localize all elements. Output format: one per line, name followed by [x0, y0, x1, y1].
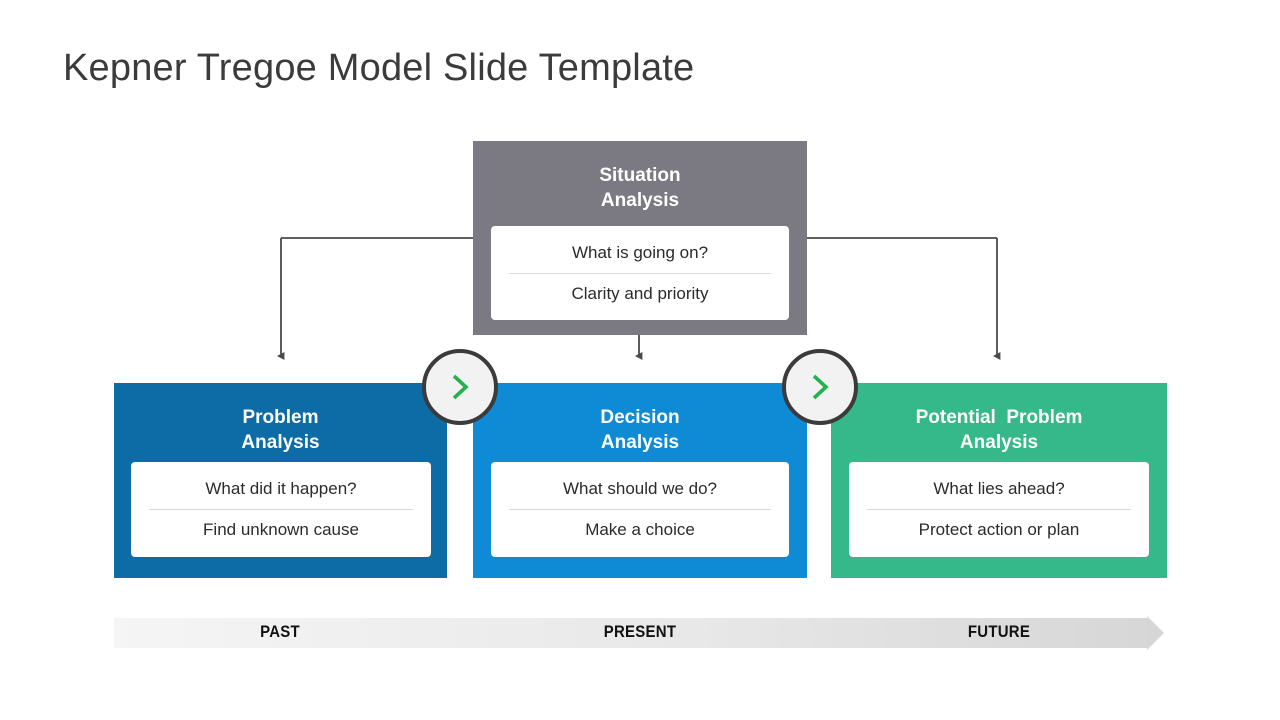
decision-analysis-box[interactable]: Decision Analysis What should we do? Mak…	[473, 383, 807, 578]
chevron-right-icon	[812, 374, 829, 400]
card-divider	[149, 509, 413, 510]
decision-question: What should we do?	[562, 479, 718, 498]
problem-analysis-card: What did it happen? Find unknown cause	[131, 462, 431, 557]
card-divider	[509, 509, 771, 510]
timeline-label-present: PRESENT	[603, 622, 677, 641]
potential-problem-analysis-card: What lies ahead? Protect action or plan	[849, 462, 1149, 557]
situation-analysis-card: What is going on? Clarity and priority	[491, 226, 789, 320]
decision-analysis-card: What should we do? Make a choice	[491, 462, 789, 557]
problem-answer: Find unknown cause	[203, 520, 359, 539]
situation-analysis-title: Situation Analysis	[599, 165, 681, 211]
problem-question: What did it happen?	[205, 479, 357, 498]
timeline-label-future: FUTURE	[967, 622, 1031, 641]
potential-problem-analysis-box[interactable]: Potential Problem Analysis What lies ahe…	[831, 383, 1167, 578]
potential-answer: Protect action or plan	[918, 520, 1080, 539]
situation-answer: Clarity and priority	[571, 283, 709, 303]
chevron-right-icon-2[interactable]	[782, 349, 858, 425]
timeline-arrow	[114, 616, 1164, 650]
decision-analysis-title: Decision Analysis	[600, 407, 680, 453]
decision-answer: Make a choice	[585, 520, 695, 539]
problem-analysis-box[interactable]: Problem Analysis What did it happen? Fin…	[114, 383, 447, 578]
situation-analysis-box[interactable]: Situation Analysis What is going on? Cla…	[473, 141, 807, 335]
situation-question: What is going on?	[571, 242, 709, 262]
page-title: Kepner Tregoe Model Slide Template	[63, 47, 695, 89]
timeline-label-past: PAST	[260, 622, 300, 641]
chevron-right-icon	[452, 374, 469, 400]
problem-analysis-title: Problem Analysis	[241, 407, 320, 453]
card-divider	[867, 509, 1131, 510]
card-divider	[509, 272, 771, 274]
chevron-right-icon-1[interactable]	[422, 349, 498, 425]
potential-problem-analysis-title: Potential Problem Analysis	[915, 407, 1083, 453]
potential-question: What lies ahead?	[933, 479, 1065, 498]
